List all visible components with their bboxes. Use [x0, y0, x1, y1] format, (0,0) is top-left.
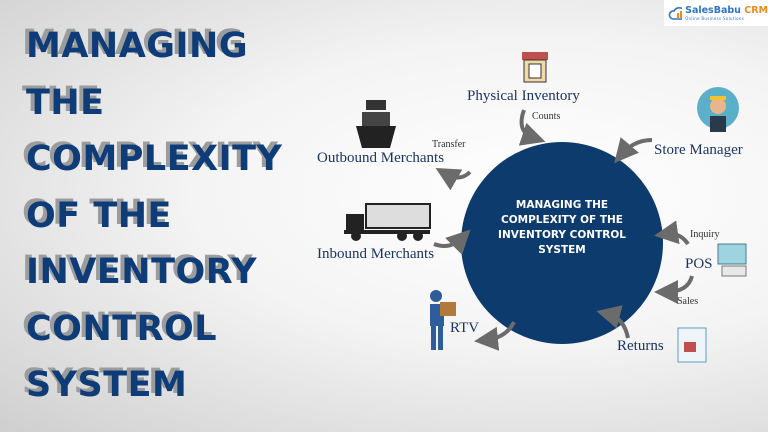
- pos-terminal-icon: [717, 243, 747, 277]
- arrow-counts: [518, 109, 546, 146]
- title-line: INVENTORY: [26, 252, 258, 292]
- title-line: CONTROL: [26, 308, 218, 349]
- label-transfer: Transfer: [432, 139, 466, 150]
- label-inbound-merchants: Inbound Merchants: [317, 246, 435, 262]
- label-returns: Returns: [617, 338, 664, 354]
- delivery-man-icon: [430, 290, 456, 350]
- arrow-inbound: [433, 229, 471, 255]
- label-physical-inventory: Physical Inventory: [467, 88, 580, 104]
- arrow-returns: [596, 305, 630, 339]
- label-inquiry: Inquiry: [690, 229, 720, 240]
- label-pos: POS: [685, 256, 713, 272]
- title-line: SYSTEM: [26, 365, 188, 405]
- logo-crm: CRM: [740, 5, 768, 16]
- title-line: THE: [26, 82, 105, 123]
- logo-name: SalesBabu: [685, 5, 741, 16]
- arrow-sales: [654, 275, 694, 304]
- page-title: MANAGING THE COMPLEXITY OF THE INVENTORY…: [26, 18, 282, 414]
- ship-icon: [356, 100, 396, 148]
- logo-tagline: Online Business Solutions: [685, 16, 745, 21]
- title-line: OF THE: [26, 195, 172, 236]
- store-clipboard-icon: [522, 52, 548, 83]
- store-manager-icon: [697, 87, 739, 132]
- arrow-store: [614, 137, 653, 164]
- title-line: COMPLEXITY: [26, 139, 283, 179]
- label-rtv: RTV: [450, 320, 480, 336]
- title-line: MANAGING: [26, 26, 249, 66]
- label-sales: Sales: [677, 296, 699, 307]
- cloud-chart-icon: [668, 7, 683, 20]
- center-text: MANAGING THE COMPLEXITY OF THE INVENTORY…: [498, 199, 626, 256]
- returns-box-icon: [677, 327, 707, 363]
- arrow-inquiry: [654, 220, 690, 246]
- label-outbound-merchants: Outbound Merchants: [317, 150, 445, 166]
- arrow-transfer: [435, 168, 472, 191]
- label-store-manager: Store Manager: [654, 142, 743, 158]
- label-counts: Counts: [532, 111, 561, 122]
- arrow-rtv: [474, 321, 516, 351]
- truck-icon: [344, 203, 431, 241]
- center-circle: MANAGING THE COMPLEXITY OF THE INVENTORY…: [461, 142, 663, 344]
- salesbabu-logo: SalesBabu CRM Online Business Solutions: [664, 0, 768, 26]
